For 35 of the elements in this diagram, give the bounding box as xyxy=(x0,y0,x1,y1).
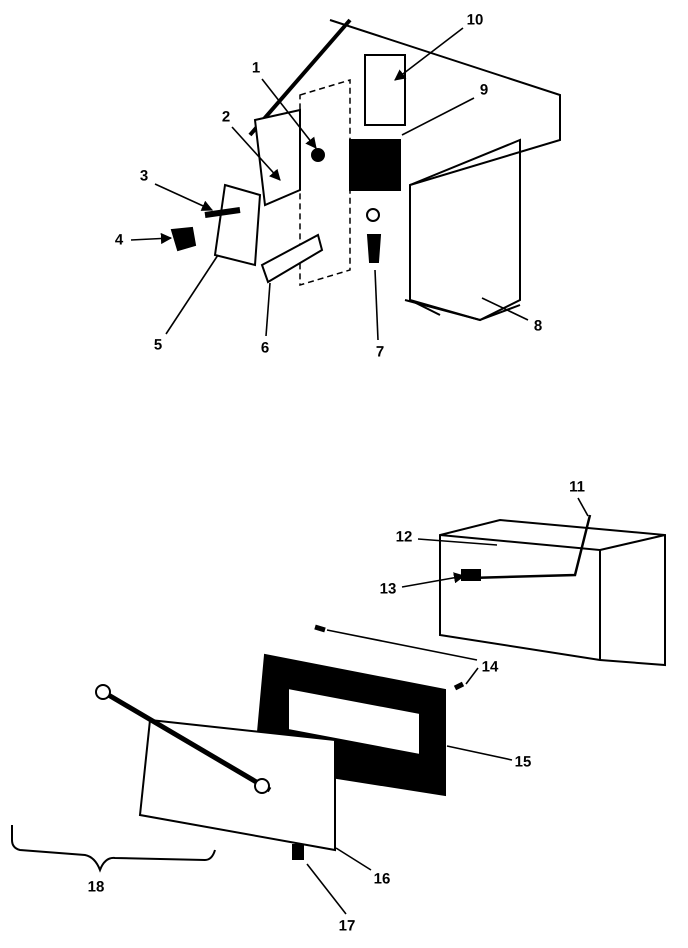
leader-line xyxy=(577,498,589,516)
callout-number: 3 xyxy=(140,168,148,184)
callout-number: 17 xyxy=(338,918,356,934)
callout-number: 12 xyxy=(396,530,412,544)
leader-line xyxy=(402,97,474,136)
leader-line xyxy=(306,864,347,914)
callout-number: 10 xyxy=(466,12,484,28)
leader-line xyxy=(130,232,172,244)
callout-number: 4 xyxy=(114,232,124,248)
callout-number: 1 xyxy=(252,60,260,76)
leader-line xyxy=(154,183,214,211)
callout-number: 13 xyxy=(380,582,396,596)
leader-line xyxy=(465,668,479,684)
leader-line xyxy=(165,254,219,334)
leader-line xyxy=(336,847,372,871)
leader-line xyxy=(374,270,379,340)
callout-number: 2 xyxy=(222,110,230,124)
callout-number: 9 xyxy=(480,82,488,98)
leader-line xyxy=(265,282,271,336)
callout-number: 11 xyxy=(569,480,585,494)
leader-line xyxy=(326,629,478,661)
callout-number: 18 xyxy=(88,880,104,894)
leader-line xyxy=(446,745,512,761)
callout-number: 15 xyxy=(514,754,532,770)
callout-number: 8 xyxy=(534,318,542,334)
leader-line xyxy=(482,297,528,321)
callout-number: 6 xyxy=(260,340,270,356)
callout-number: 5 xyxy=(154,338,162,352)
callout-number: 14 xyxy=(482,660,498,674)
leader-line xyxy=(394,27,464,81)
leader-line xyxy=(231,126,281,181)
leader-line xyxy=(418,538,498,546)
callout-number: 16 xyxy=(374,872,390,886)
callout-number: 7 xyxy=(376,344,384,360)
leader-line xyxy=(261,78,317,149)
